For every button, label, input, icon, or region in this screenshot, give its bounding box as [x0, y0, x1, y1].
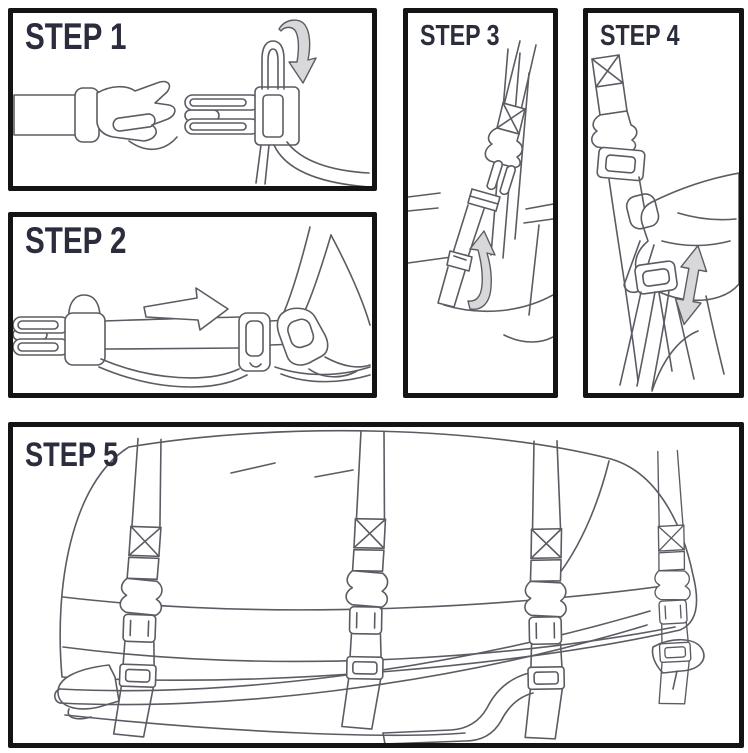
step-2-illustration [13, 226, 371, 388]
step-2-panel: STEP 2 [8, 212, 377, 398]
step-4-illustration [590, 54, 739, 392]
step-3-title: STEP 3 [420, 20, 500, 52]
clipped-buckle [13, 294, 106, 366]
strap [98, 316, 248, 388]
strap-with-buckle [590, 54, 673, 382]
slider-buckle [238, 312, 271, 372]
step-4-panel: STEP 4 [583, 8, 744, 398]
step-1-illustration [13, 19, 370, 186]
male-buckle-on-strap [13, 80, 178, 150]
step-3-illustration [408, 40, 553, 343]
step-2-title: STEP 2 [25, 220, 127, 261]
step-5-panel: STEP 5 [8, 422, 744, 748]
step-1-panel: STEP 1 [8, 8, 377, 191]
lower-slider-and-tail [619, 260, 725, 392]
pulling-hand [269, 226, 371, 383]
step-5-title: STEP 5 [25, 436, 119, 474]
step-3-panel: STEP 3 [403, 8, 558, 398]
curved-down-arrow-icon [278, 19, 317, 84]
strap-with-buckle [437, 40, 537, 308]
step-4-title: STEP 4 [600, 20, 680, 52]
step-1-title: STEP 1 [25, 16, 127, 57]
right-arrow-icon [143, 287, 229, 331]
female-buckle-with-strap [184, 40, 370, 186]
double-vertical-arrow-icon [674, 244, 708, 326]
curved-up-arrow-icon [467, 230, 496, 310]
step-5-illustration [53, 429, 705, 743]
